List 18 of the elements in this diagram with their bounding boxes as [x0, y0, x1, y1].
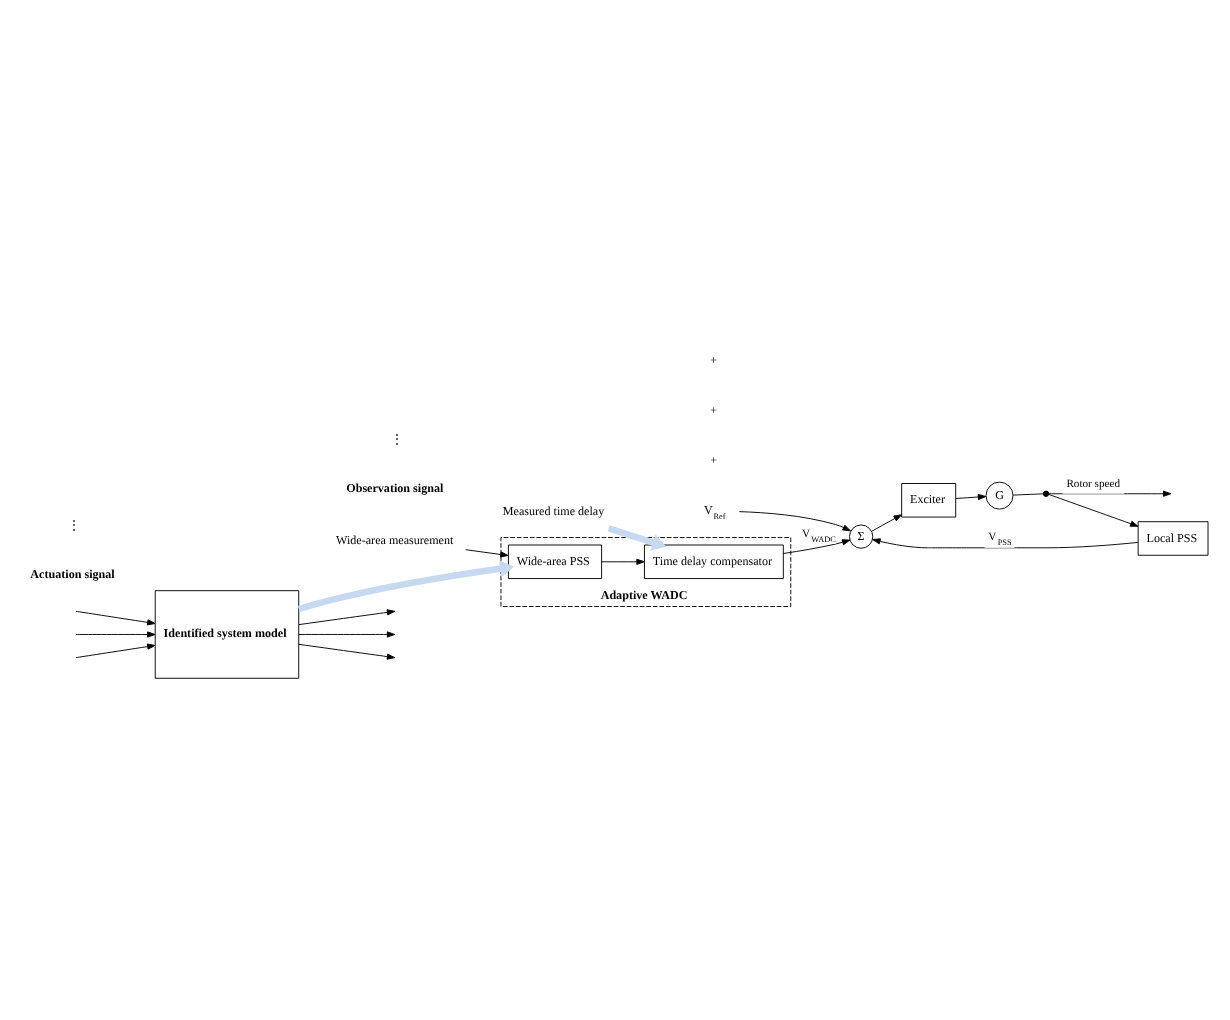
arrow — [782, 538, 851, 553]
arrow — [465, 548, 509, 557]
arrow — [955, 492, 987, 500]
arrow — [298, 642, 396, 659]
arrow — [607, 524, 667, 550]
arrow — [1048, 492, 1139, 526]
arrow — [298, 630, 396, 637]
connector — [1012, 492, 1044, 495]
arrow — [298, 608, 396, 625]
arrow — [872, 537, 1139, 548]
node-dot — [1042, 489, 1050, 496]
arrow — [75, 642, 156, 658]
arrow — [75, 609, 156, 625]
arrow — [738, 510, 851, 531]
arrow — [871, 513, 902, 531]
arrow — [297, 559, 515, 612]
arrow — [601, 557, 645, 564]
arrow — [75, 630, 156, 637]
